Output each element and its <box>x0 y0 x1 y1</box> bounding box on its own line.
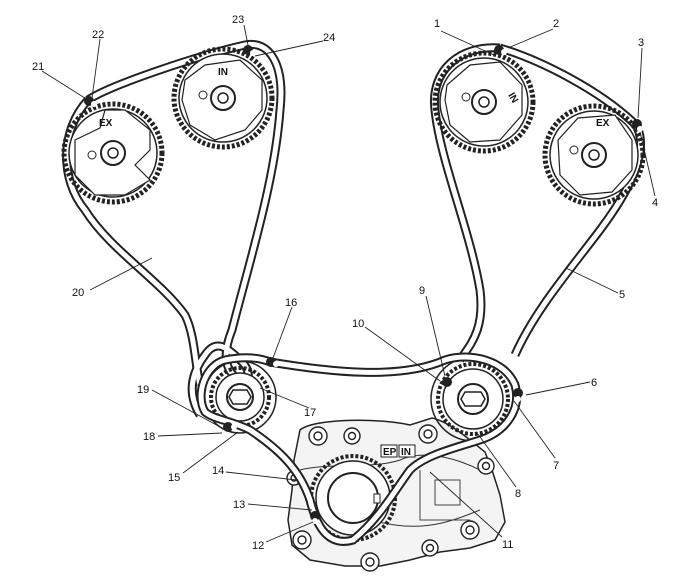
pump-ep-label: EP <box>383 447 397 458</box>
callout-24: 24 <box>323 32 335 44</box>
right-exhaust-cam-sprocket: EX <box>542 103 646 207</box>
left-timing-chain <box>62 39 286 418</box>
pump-in-label: IN <box>401 447 411 458</box>
left-exhaust-label: EX <box>99 118 113 129</box>
callout-12: 12 <box>252 540 264 552</box>
right-intake-cam-sprocket: IN <box>432 50 536 154</box>
callout-13: 13 <box>233 499 245 511</box>
callout-6: 6 <box>591 377 597 389</box>
callout-4: 4 <box>652 197 658 209</box>
callout-19: 19 <box>137 384 149 396</box>
callout-labels <box>41 24 656 543</box>
left-idler-sprocket <box>203 360 277 434</box>
pump-label-tags: EP IN <box>380 444 416 458</box>
right-exhaust-label: EX <box>596 118 610 129</box>
left-intake-label: IN <box>218 67 228 78</box>
callout-20: 20 <box>72 287 84 299</box>
left-exhaust-cam-sprocket: EX <box>61 101 165 205</box>
callout-10: 10 <box>352 318 364 330</box>
callout-11: 11 <box>502 539 513 551</box>
right-intake-label: IN <box>505 91 520 105</box>
timing-mark-links <box>84 45 643 524</box>
housing-bolts <box>286 424 495 572</box>
callout-numbers: 1 2 3 4 5 6 7 8 9 10 11 12 13 14 15 16 1… <box>32 14 658 552</box>
callout-3: 3 <box>638 37 644 49</box>
callout-21: 21 <box>32 61 44 73</box>
callout-8: 8 <box>515 488 521 500</box>
callout-7: 7 <box>553 460 559 472</box>
callout-22: 22 <box>92 29 104 41</box>
right-idler-sprocket <box>430 356 516 442</box>
callout-9: 9 <box>419 285 425 297</box>
callout-1: 1 <box>434 18 440 30</box>
callout-15: 15 <box>168 472 180 484</box>
callout-14: 14 <box>212 465 224 477</box>
left-intake-cam-sprocket: IN <box>171 46 275 150</box>
callout-5: 5 <box>619 289 625 301</box>
primary-timing-chain <box>196 352 521 546</box>
callout-17: 17 <box>304 407 316 419</box>
callout-23: 23 <box>232 14 244 26</box>
callout-2: 2 <box>553 18 559 30</box>
callout-16: 16 <box>285 297 297 309</box>
callout-18: 18 <box>143 431 155 443</box>
